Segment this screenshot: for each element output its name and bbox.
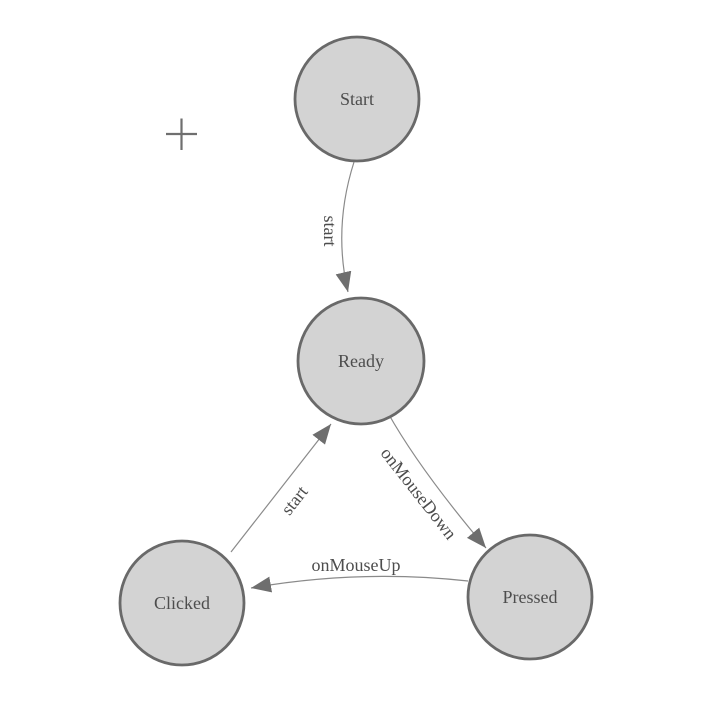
state-node-pressed[interactable]: Pressed (466, 533, 594, 661)
state-node-clicked[interactable]: Clicked (118, 539, 246, 667)
node-label: Pressed (503, 587, 558, 607)
node-label: Start (340, 89, 374, 109)
node-label: Clicked (154, 593, 210, 613)
edge-line[interactable] (335, 161, 355, 293)
node-circle[interactable] (293, 35, 421, 163)
state-node-ready[interactable]: Ready (296, 296, 426, 426)
crosshair-icon (166, 118, 197, 150)
edge-label: onMouseDown (377, 443, 461, 543)
edge-line[interactable] (250, 575, 469, 593)
state-node-start[interactable]: Start (293, 35, 421, 163)
edge-line[interactable] (230, 423, 332, 553)
edge-clicked-to-ready[interactable]: start (230, 423, 332, 553)
edge-pressed-to-clicked[interactable]: onMouseUp (250, 555, 469, 593)
edge-label: onMouseUp (312, 555, 401, 575)
node-circle[interactable] (118, 539, 246, 667)
edge-ready-to-pressed[interactable]: onMouseDown (377, 412, 487, 549)
node-circle[interactable] (296, 296, 426, 426)
edge-label: start (320, 216, 340, 247)
node-circle[interactable] (466, 533, 594, 661)
edge-line[interactable] (387, 412, 487, 549)
node-label: Ready (338, 351, 384, 371)
edge-start-to-ready[interactable]: start (320, 161, 355, 293)
